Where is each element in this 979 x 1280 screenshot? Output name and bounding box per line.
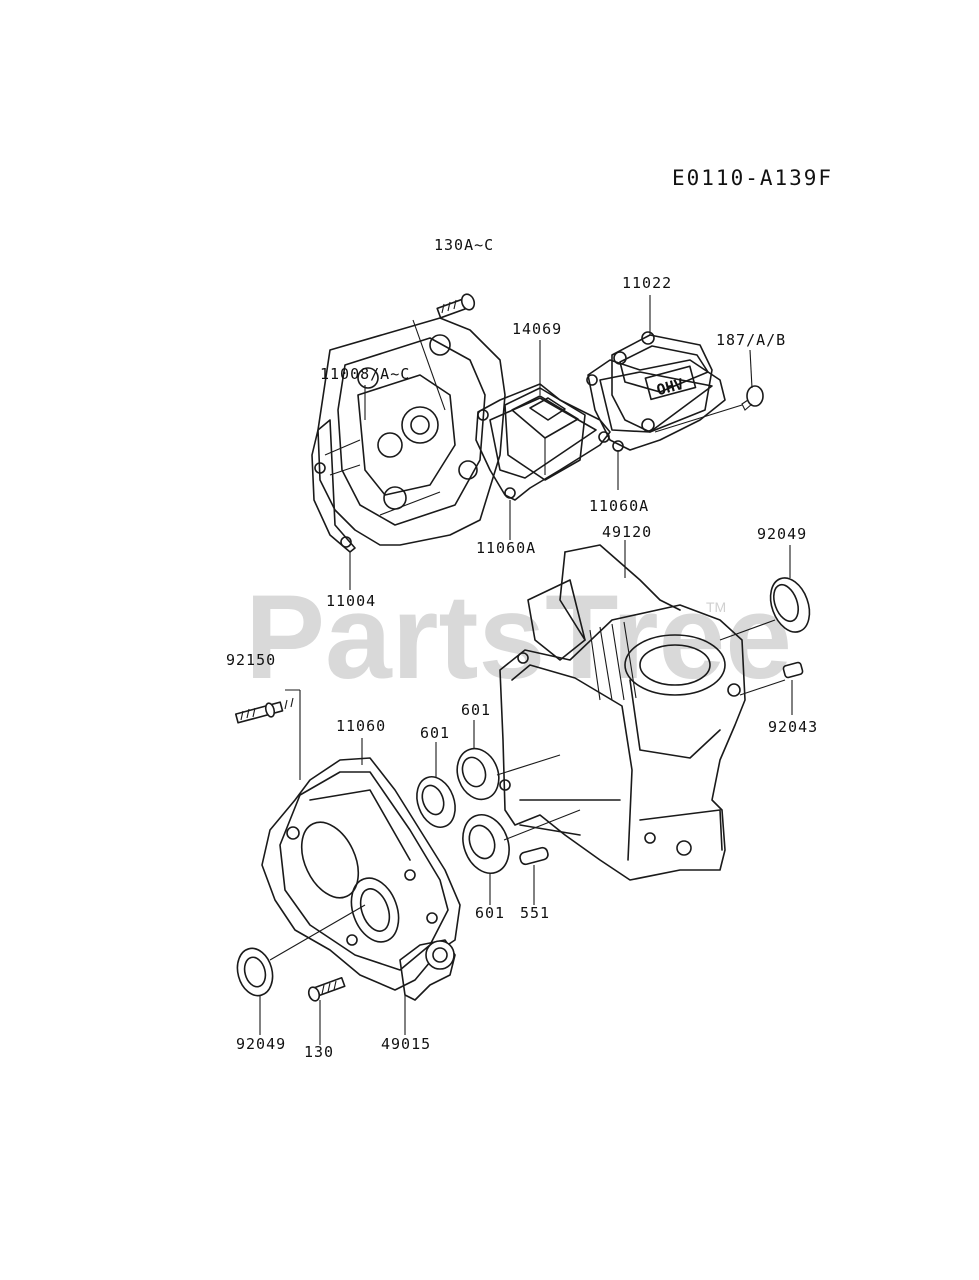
- label-11022: 11022: [622, 274, 672, 292]
- ohv-mark: OHV: [655, 375, 686, 399]
- bearing-601-a[interactable]: [410, 771, 462, 832]
- governor-49015[interactable]: [399, 939, 456, 1001]
- label-11060: 11060: [336, 717, 386, 735]
- label-551: 551: [520, 904, 550, 922]
- label-92049-bottom: 92049: [236, 1035, 286, 1053]
- label-92150: 92150: [226, 651, 276, 669]
- label-14069: 14069: [512, 320, 562, 338]
- gasket-11060a-right[interactable]: [586, 359, 726, 452]
- leader-lines: [259, 295, 793, 1045]
- diagram-code: E0110-A139F: [672, 166, 833, 190]
- label-601-mid: 601: [420, 724, 450, 742]
- label-187ab: 187/A/B: [716, 331, 786, 349]
- label-49015: 49015: [381, 1035, 431, 1053]
- label-11060a-right: 11060A: [589, 497, 649, 515]
- crankcase-49120[interactable]: [499, 544, 746, 881]
- label-92049-top: 92049: [757, 525, 807, 543]
- label-601-top: 601: [461, 701, 491, 719]
- label-49120: 49120: [602, 523, 652, 541]
- label-11008: 11008/A~C: [320, 365, 410, 383]
- watermark-tm: TM: [706, 599, 726, 615]
- bearing-601-c[interactable]: [455, 808, 517, 879]
- label-11060a-left: 11060A: [476, 539, 536, 557]
- label-130: 130: [304, 1043, 334, 1061]
- label-11004: 11004: [326, 592, 376, 610]
- label-601-bottom: 601: [475, 904, 505, 922]
- rocker-cover-11022[interactable]: OHV: [611, 331, 713, 433]
- breather-cover-14069[interactable]: [504, 387, 586, 481]
- oil-seal-92049-top[interactable]: [764, 573, 817, 638]
- label-130ac: 130A~C: [434, 236, 494, 254]
- watermark: PartsTree: [245, 570, 792, 704]
- bearing-601-b[interactable]: [450, 743, 505, 806]
- bolt-130ac[interactable]: [436, 292, 476, 319]
- plug-187ab[interactable]: [741, 385, 764, 411]
- pin-551[interactable]: [519, 846, 549, 866]
- dowel-92043[interactable]: [782, 661, 804, 679]
- label-92043: 92043: [768, 718, 818, 736]
- oil-seal-92049-bottom[interactable]: [232, 944, 277, 999]
- stud-92150[interactable]: [234, 697, 294, 724]
- gasket-11004[interactable]: [311, 419, 356, 553]
- bolt-130[interactable]: [307, 976, 346, 1003]
